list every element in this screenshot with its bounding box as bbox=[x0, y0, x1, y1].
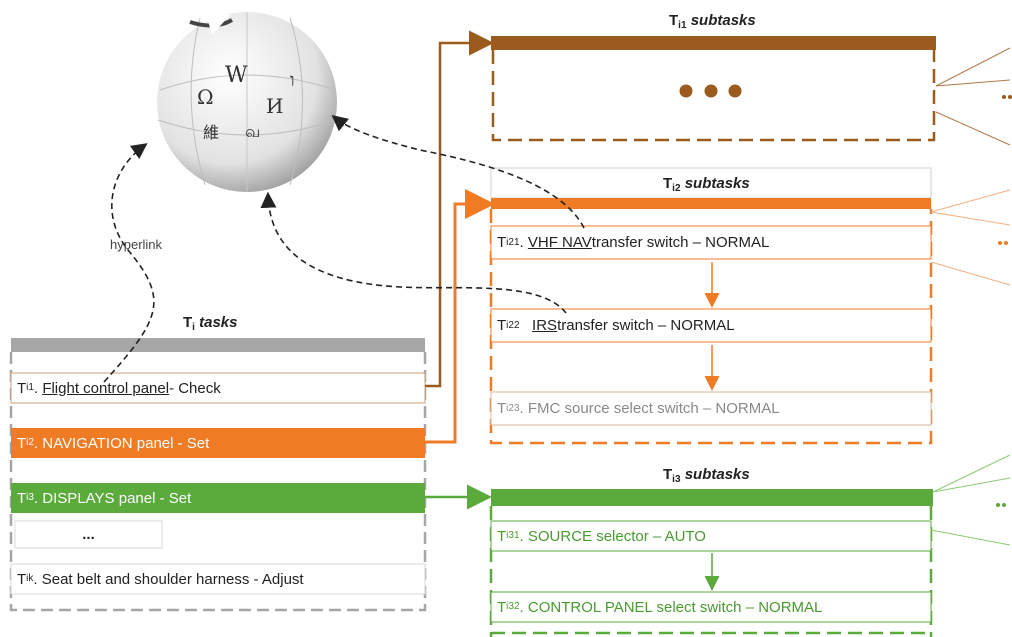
connector-t2-subtasks2 bbox=[425, 189, 495, 444]
more-dot-brown-2 bbox=[1008, 95, 1012, 99]
subtask3-row-1-bg bbox=[490, 520, 932, 552]
task-row-4: ... bbox=[82, 526, 95, 543]
task-row-3-bg bbox=[11, 483, 425, 513]
hyperlink-arrow-irs bbox=[260, 191, 567, 314]
vhf-nav-link[interactable]: VHF NAV bbox=[527, 234, 592, 251]
hyperlink-arrow-t1 bbox=[103, 143, 155, 383]
hyperlink-label: hyperlink bbox=[110, 237, 163, 252]
ellipsis-dot-1 bbox=[679, 84, 693, 98]
more-dot-green-1 bbox=[996, 503, 1000, 507]
subtask3-row-2-bg bbox=[490, 591, 932, 623]
subtasks2-title: Ti2 subtasks bbox=[663, 175, 750, 194]
more-dot-orange-1 bbox=[998, 241, 1002, 245]
subtask2-row-2-bg bbox=[490, 308, 932, 343]
globe-glyph-vav: ו bbox=[290, 70, 295, 91]
wikipedia-globe-icon bbox=[157, 10, 337, 192]
subtasks1-title: Ti1 subtasks bbox=[669, 12, 756, 31]
subtasks3-header-bar bbox=[491, 489, 933, 506]
globe-glyph-wei: 維 bbox=[203, 123, 220, 142]
fan-lines-brown bbox=[935, 47, 1011, 146]
more-dot-brown-1 bbox=[1002, 95, 1006, 99]
task-row-2-bg bbox=[11, 428, 425, 458]
subtasks3-title: Ti3 subtasks bbox=[663, 466, 750, 485]
tasks-header-bar bbox=[11, 338, 425, 352]
more-dot-orange-2 bbox=[1004, 241, 1008, 245]
subtasks1-header-bar bbox=[491, 36, 936, 50]
globe-glyph-tamil: வ bbox=[245, 122, 261, 141]
subtasks2-title-box bbox=[490, 167, 932, 199]
connector-t1-subtasks1 bbox=[425, 30, 494, 388]
more-dot-green-2 bbox=[1002, 503, 1006, 507]
ellipsis-dot-3 bbox=[728, 84, 742, 98]
fan-lines-orange bbox=[930, 189, 1011, 286]
task-row-4-bg bbox=[14, 520, 163, 549]
globe-glyph-i: И bbox=[266, 94, 284, 118]
task-row-5-bg bbox=[10, 563, 426, 595]
flight-control-panel-link[interactable]: Flight control panel bbox=[42, 379, 170, 397]
task-row-1-bg bbox=[10, 372, 426, 404]
subtasks2-header-bar bbox=[491, 198, 931, 209]
tasks-box-border bbox=[9, 352, 427, 612]
hyperlink-arrow-vhf bbox=[331, 114, 585, 229]
subtasks1-box-border bbox=[491, 50, 936, 142]
globe-glyph-w: W bbox=[225, 63, 248, 88]
irs-link[interactable]: IRS bbox=[532, 317, 558, 334]
subtask2-row-1-bg bbox=[490, 225, 932, 260]
tasks-title: Ti tasks bbox=[183, 314, 238, 333]
globe-glyph-omega: Ω bbox=[197, 85, 214, 109]
subtask2-row-3-bg bbox=[490, 391, 932, 426]
ellipsis-dot-2 bbox=[704, 84, 718, 98]
fan-lines-green bbox=[930, 454, 1011, 546]
